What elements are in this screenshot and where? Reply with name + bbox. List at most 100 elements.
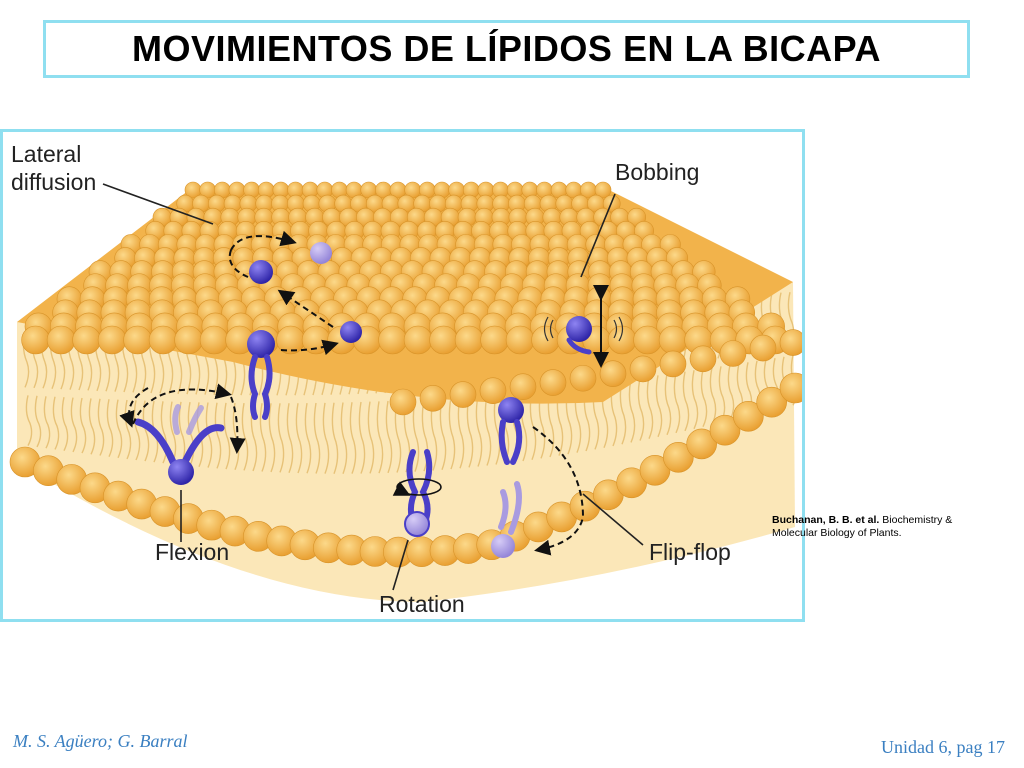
head-group [505,325,535,355]
lipid-head [340,321,362,343]
lipid-tail [277,403,285,473]
label-flexion: Flexion [155,539,229,565]
lipid-tail [349,402,357,474]
head-group [454,325,484,355]
flexion-lipid [119,383,246,485]
head-group [403,325,433,355]
lipid-tail [484,394,492,466]
label-lateral-2: diffusion [11,169,96,195]
lipid-tail [619,380,627,445]
head-group [689,345,717,373]
lipid-tail [394,400,402,473]
head-group [509,373,537,401]
lipid-tail [304,403,312,474]
lipid-tail [169,401,177,465]
head-group [21,325,50,355]
head-group [72,325,101,355]
lipid-tail [106,399,114,457]
lipid-tail [331,402,339,474]
lipid-tail [187,401,195,467]
lipid-tail [79,397,87,454]
lipid-tail [97,398,105,456]
head-group [599,360,627,387]
head-group [46,325,76,355]
head-group [531,325,560,355]
head-group [749,334,777,362]
lipid-tail [340,402,348,474]
label-lateral-1: Lateral [11,141,81,167]
citation: Buchanan, B. B. et al. Biochemistry & Mo… [772,514,987,540]
lipid-tail [313,402,321,474]
lipid-tail [493,393,501,465]
lipid-head [247,330,275,358]
lipid-tail [223,402,231,470]
head-group [429,325,458,355]
slide-title: MOVIMIENTOS DE LÍPIDOS EN LA BICAPA [132,28,881,69]
lipid-tail [673,372,681,434]
lipid-tail [142,400,150,462]
lipid-tail [259,403,267,472]
lipid-tail [412,399,420,472]
head-group [686,428,717,460]
head-group [733,400,764,432]
lipid-tail [70,397,78,453]
label-bobbing: Bobbing [615,159,699,185]
lipid-tail [655,375,663,438]
head-group [709,414,741,446]
lipid-tail [646,376,654,439]
lipid-tail [25,395,33,446]
flip-flop-lipids [491,397,585,558]
head-group [479,377,507,405]
head-group [594,181,612,199]
lipid-tail [691,370,699,430]
head-group [658,325,688,355]
lipid-head [310,242,332,264]
head-group [97,325,127,355]
head-group [779,329,802,356]
title-box: MOVIMIENTOS DE LÍPIDOS EN LA BICAPA [43,20,970,78]
lipid-tail [268,403,276,473]
head-group [719,340,747,367]
lipid-tail [709,367,717,425]
head-group [629,355,657,383]
footer-authors: M. S. Agüero; G. Barral [13,731,188,751]
lipid-tail [115,399,123,459]
head-group [148,325,178,355]
lipid-tail [43,396,51,449]
head-group [449,381,477,408]
lipid-tail [34,395,42,448]
rotation-lipid [392,449,442,537]
head-group [633,325,662,355]
bobbing-lipid [543,285,624,368]
lipid-tail [637,377,645,441]
lipid-tail [214,402,222,469]
head-group [756,386,787,418]
lipid-tail [295,403,303,474]
head-group [659,350,687,378]
lipid-tail [52,396,60,450]
lipid-tail [700,368,708,428]
lipid-tail [448,397,456,470]
head-group [569,364,597,392]
lipid-tail [439,397,447,471]
head-group [276,325,305,355]
label-flip-flop: Flip-flop [649,539,731,565]
lateral-diffusion-lipids [228,230,362,420]
lipid-tail [88,398,96,455]
lipid-tail [241,403,249,471]
lipid-tail [367,401,375,474]
citation-source: Biochemistry & Molecular Biology of Plan… [772,514,953,539]
head-group [174,325,203,355]
head-group [539,369,567,396]
lipid-head [249,260,273,284]
lipid-tail [457,396,465,469]
lipid-tail [430,398,438,471]
head-group [639,454,671,486]
footer-page: Unidad 6, pag 17 [881,737,1005,757]
mid-head-groups [389,329,802,416]
lipid-tail [475,395,483,467]
lipid-tail [466,395,474,468]
lipid-tail [322,402,330,474]
lipid-tail [61,397,69,451]
leader-lines [102,183,644,591]
